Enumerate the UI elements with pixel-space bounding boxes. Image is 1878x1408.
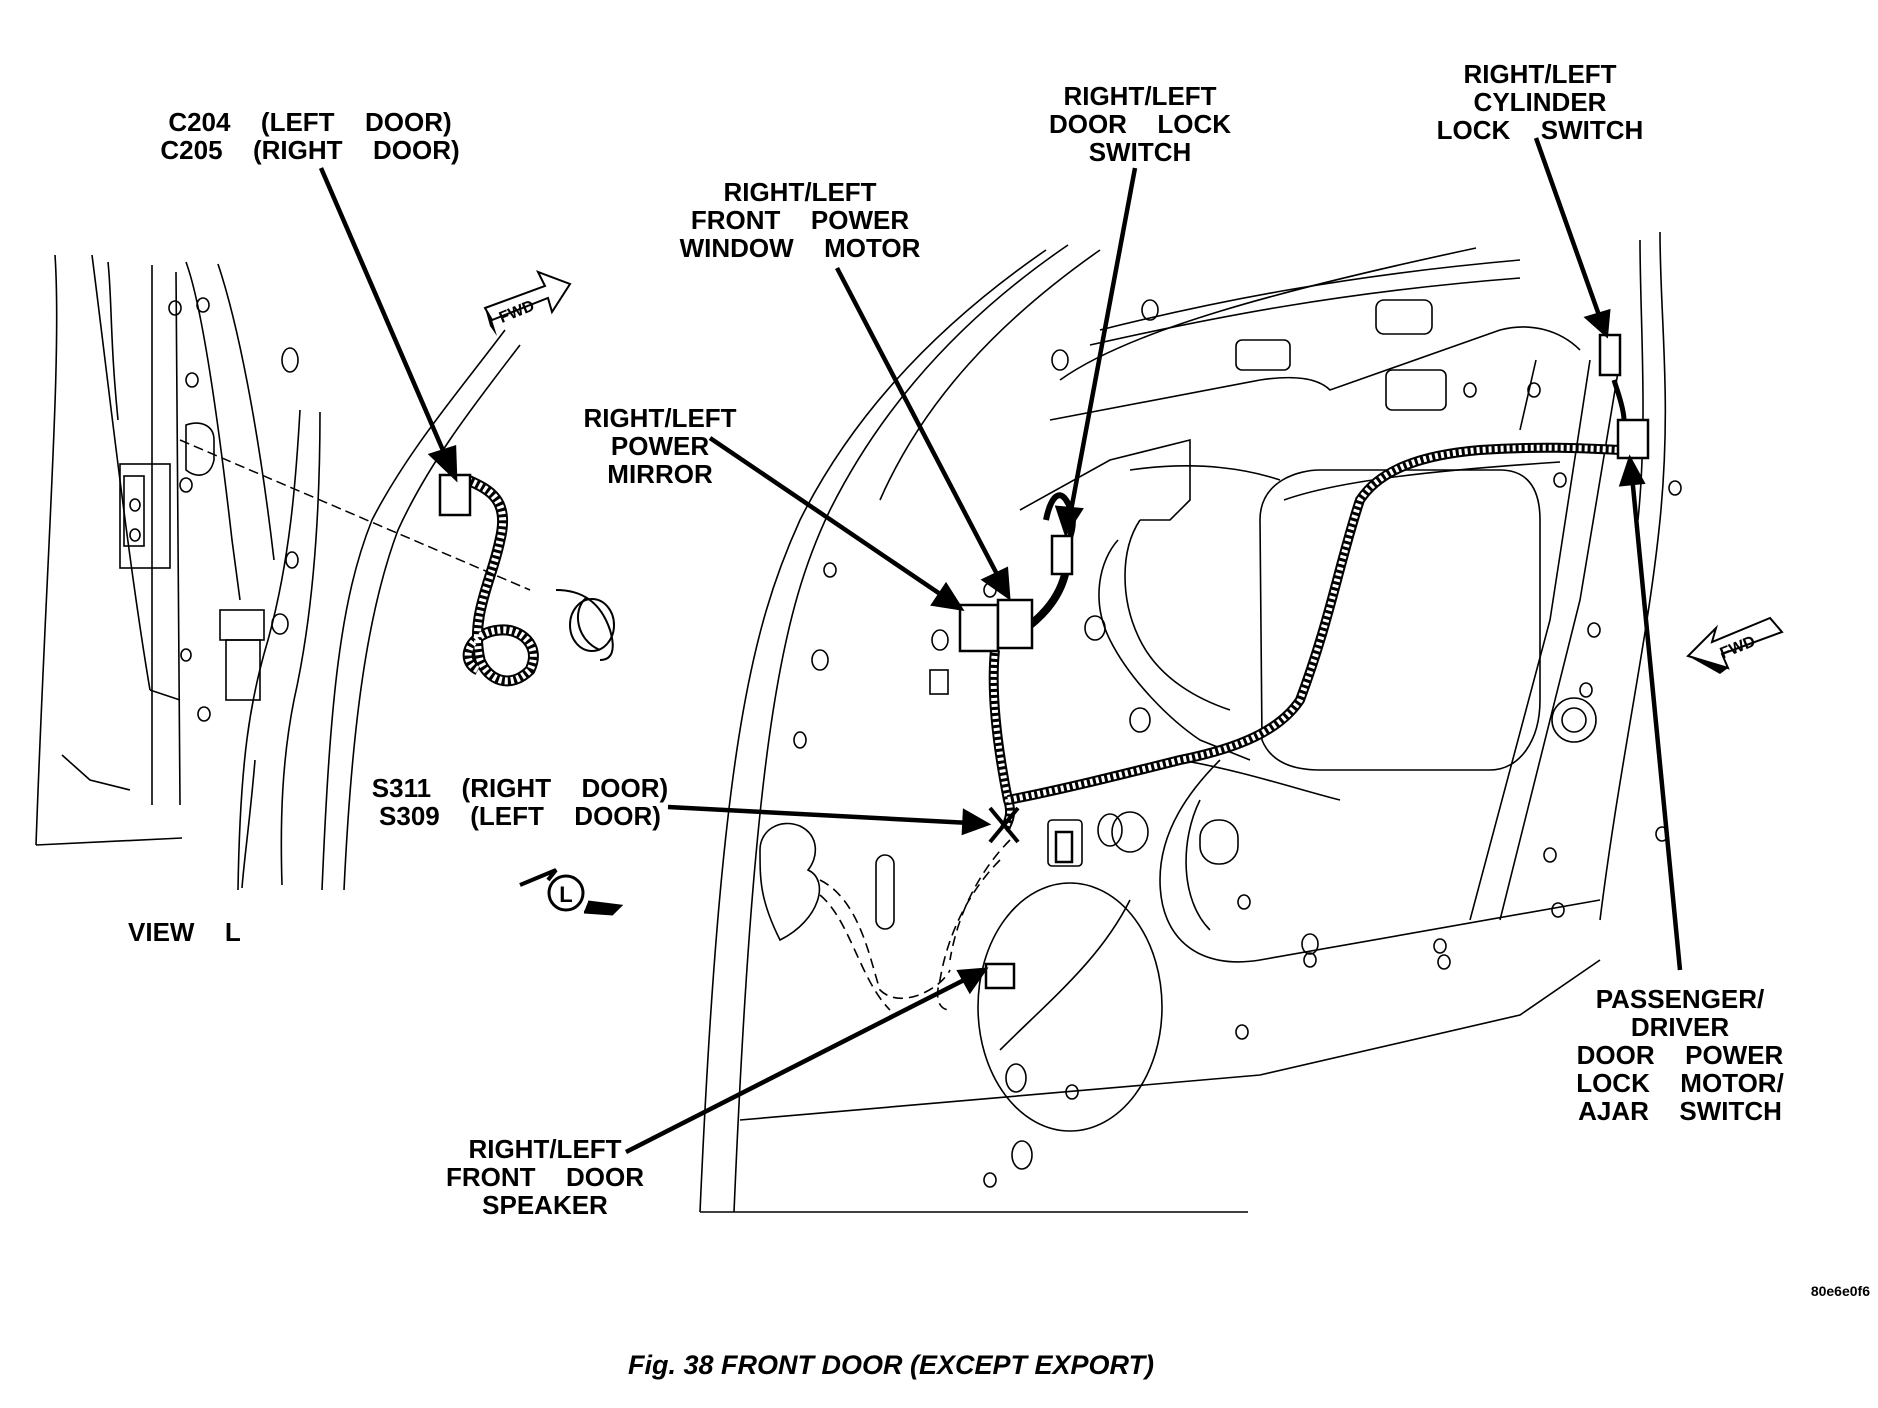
- view-l-marker: [519, 868, 624, 916]
- view-l-dashed-leader: [179, 439, 531, 591]
- splice-s311-s309-mark: [988, 806, 1020, 844]
- label-cylinder-lock-switch: RIGHT/LEFT CYLINDER LOCK SWITCH: [1436, 59, 1644, 145]
- view-l-harness: [462, 474, 615, 687]
- door-main-harness: [988, 379, 1627, 833]
- fwd-arrow-lower: [1686, 616, 1784, 674]
- fwd-arrow-upper: [483, 270, 572, 336]
- label-front-door-speaker: RIGHT/LEFT FRONT DOOR SPEAKER: [446, 1134, 644, 1220]
- door-lock-switch-connector: [1050, 534, 1074, 576]
- view-l-marker-letter: L: [559, 882, 572, 907]
- speaker-connector: [984, 962, 1016, 990]
- door-hidden-wiring: [819, 839, 1011, 1011]
- door-inner-panel: [699, 231, 1682, 1213]
- component-connectors: [958, 333, 1650, 990]
- label-splice-s311-s309: S311 (RIGHT DOOR) S309 (LEFT DOOR): [371, 773, 669, 831]
- cylinder-lock-switch-connector: [1598, 333, 1622, 377]
- connector-c204-c205: [438, 473, 472, 517]
- label-door-lock-switch: RIGHT/LEFT DOOR LOCK SWITCH: [1048, 81, 1232, 167]
- label-front-power-window-motor: RIGHT/LEFT FRONT POWER WINDOW MOTOR: [679, 177, 921, 263]
- label-power-mirror: RIGHT/LEFT POWER MIRROR: [583, 403, 737, 489]
- figure-code: 80e6e0f6: [1811, 1283, 1870, 1299]
- label-connector-c204-c205: C204 (LEFT DOOR) C205 (RIGHT DOOR): [160, 107, 460, 165]
- figure-caption: Fig. 38 FRONT DOOR (EXCEPT EXPORT): [628, 1350, 1155, 1380]
- label-view-l: VIEW L: [128, 917, 241, 947]
- power-mirror-connector: [958, 603, 1000, 653]
- view-l-door-frame: [35, 254, 521, 891]
- label-door-power-lock-motor: PASSENGER/ DRIVER DOOR POWER LOCK MOTOR/…: [1576, 984, 1784, 1126]
- leader-arrows: [318, 137, 1683, 1155]
- lock-motor-connector: [1616, 418, 1650, 460]
- window-motor-connector: [996, 598, 1034, 650]
